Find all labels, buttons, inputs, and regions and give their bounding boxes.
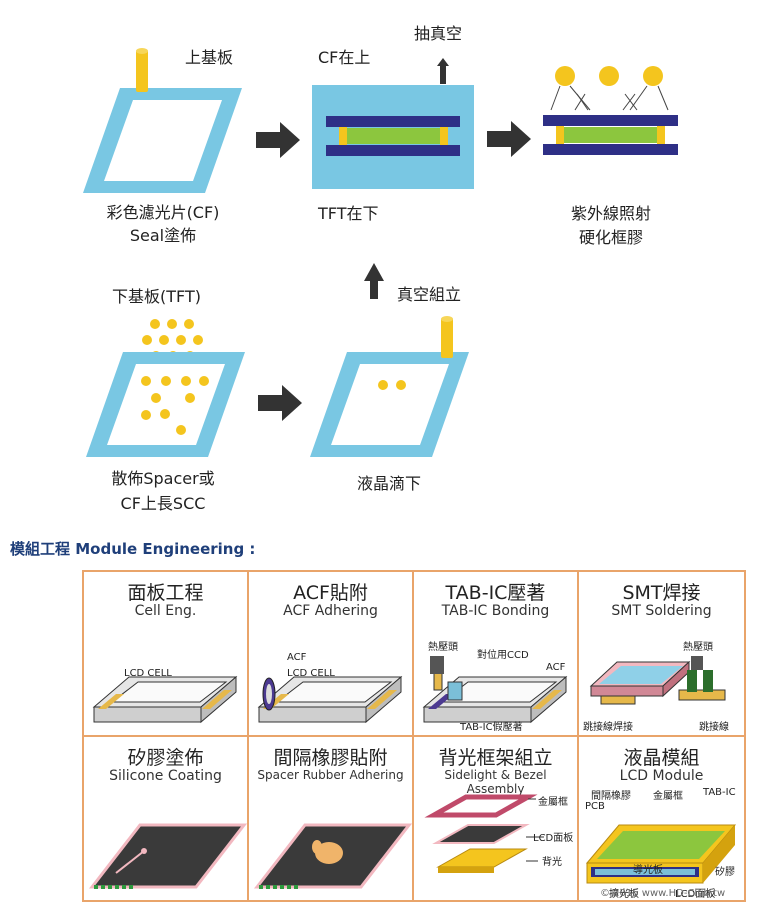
module-cell-silicone: 矽膠塗佈 Silicone Coating [84,737,249,902]
tag-jumper-wire: 跳接線 [699,722,729,733]
cell-title-zh: TAB-IC壓著 [445,582,546,604]
lc-drop-label: 液晶滴下 [356,474,422,493]
module-cell-tab-ic: TAB-IC壓著 TAB-IC Bonding 熱壓頭 對位用CCD ACF T… [414,572,579,737]
tag-lcd-cell: LCD CELL [124,668,172,679]
cell-title-zh: ACF貼附 [293,582,368,604]
cell-title-zh: 面板工程 [127,582,204,604]
module-cell-cell-eng: 面板工程 Cell Eng. LCD CELL [84,572,249,737]
tag-thermode: 熱壓頭 [683,642,713,653]
module-grid: 面板工程 Cell Eng. LCD CELL ACF貼附 ACF Adheri… [82,570,746,902]
uv-lamp-icon [599,66,619,86]
lc-drop-substrate [310,316,469,457]
module-cell-lcd-module: 液晶模組 LCD Module 間隔橡膠 金屬框 TAB-IC PCB 導光板 … [579,737,744,902]
cell-title-zh: 背光框架組立 [438,747,553,769]
cell-title-en: Sidelight & Bezel Assembly [444,768,547,796]
uv-cure-stack [543,66,678,155]
cf-substrate-label: 上基板 [185,48,234,67]
cell-title-zh: 矽膠塗佈 [127,747,204,769]
tag-backlight: 背光 [542,857,562,868]
module-cell-smt: SMT焊接 SMT Soldering 熱壓頭 跳接線焊接 跳接線 [579,572,744,737]
uv-lamp-icon [555,66,575,86]
cell-title-en: Spacer Rubber Adhering [257,768,404,782]
tag-acf: ACF [287,652,307,663]
cell-title-en: LCD Module [619,768,704,784]
tag-tab-ic-prebond: TAB-IC假壓著 [460,722,523,733]
hand-icon [315,842,343,864]
bezel-illustration [424,794,544,873]
tag-metal-bezel: 金屬框 [538,797,568,808]
tag-light-guide: 導光板 [633,865,663,876]
seal-dispenser-nozzle [136,50,148,92]
vacuum-label: 抽真空 [414,24,463,43]
tag-jumper-soldering: 跳接線焊接 [583,722,633,733]
lc-dispenser-nozzle [441,318,453,358]
vacuum-chamber [312,58,474,189]
cell-title-zh: SMT焊接 [622,582,701,604]
arrow-right-icon [487,121,531,157]
tag-thermode: 熱壓頭 [428,642,458,653]
tag-diffuser: 擴光板 [609,889,639,900]
smt-illustration [589,656,726,705]
cell-title-en: ACF Adhering [283,603,378,619]
cell-title-en: SMT Soldering [611,603,712,619]
uv-lamp-icon [643,66,663,86]
tag-tab-ic: TAB-IC [703,787,736,798]
arrow-right-icon [256,122,300,158]
module-heading: 模組工程 Module Engineering : [10,540,256,558]
watermark: © 2016 www.HD-Club.tw [600,888,726,899]
module-cell-acf: ACF貼附 ACF Adhering ACF LCD CELL [249,572,414,737]
tft-bottom-label: TFT在下 [318,204,379,223]
tag-lcd-cell: LCD CELL [287,668,335,679]
vacuum-assemble-label: 真空組立 [397,285,462,304]
lcd-module-illustration [585,824,737,884]
tag-pcb: PCB [585,801,605,812]
tft-substrate-label: 下基板(TFT) [112,287,201,306]
tft-substrate [86,319,245,457]
spacer-caption-line1: 散佈Spacer或 [111,469,215,488]
tag-silicone: 矽膠 [715,867,735,878]
spacer-caption-line2: CF上長SCC [120,494,206,513]
cell-title-zh: 液晶模組 [623,747,700,769]
tag-acf: ACF [546,662,566,673]
arrow-right-icon [258,385,302,421]
cf-caption-line1: 彩色濾光片(CF) [106,203,220,222]
uv-label-line2: 硬化框膠 [578,228,644,247]
cell-title-zh: 間隔橡膠貼附 [273,747,388,769]
tab-ic-illustration [422,656,568,724]
tag-metal-bezel: 金屬框 [653,791,683,802]
tag-lcd-panel: LCD面板 [533,833,574,844]
module-cell-bezel: 背光框架組立 Sidelight & Bezel Assembly 金屬框 LC… [414,737,579,902]
tag-spacer-rubber: 間隔橡膠 [591,791,631,802]
cell-title-en: Cell Eng. [134,603,197,619]
tag-lcd-panel: LCD面板 [675,889,716,900]
cf-caption-line2: Seal塗佈 [129,226,197,245]
process-diagram [83,48,678,457]
acf-illustration [257,675,403,724]
cell-eng-illustration [92,675,238,724]
module-cell-spacer-rubber: 間隔橡膠貼附 Spacer Rubber Adhering [249,737,414,902]
arrow-up-icon [364,263,384,299]
spacer-rubber-illustration [253,823,412,889]
cf-substrate [83,48,242,193]
silicone-illustration [88,823,247,889]
cell-title-en: Silicone Coating [109,768,222,784]
uv-label-line1: 紫外線照射 [570,204,652,223]
vacuum-arrow-icon [437,58,449,84]
tag-alignment-ccd: 對位用CCD [477,650,529,661]
cell-title-en: TAB-IC Bonding [441,603,550,619]
cf-top-label: CF在上 [318,48,371,67]
